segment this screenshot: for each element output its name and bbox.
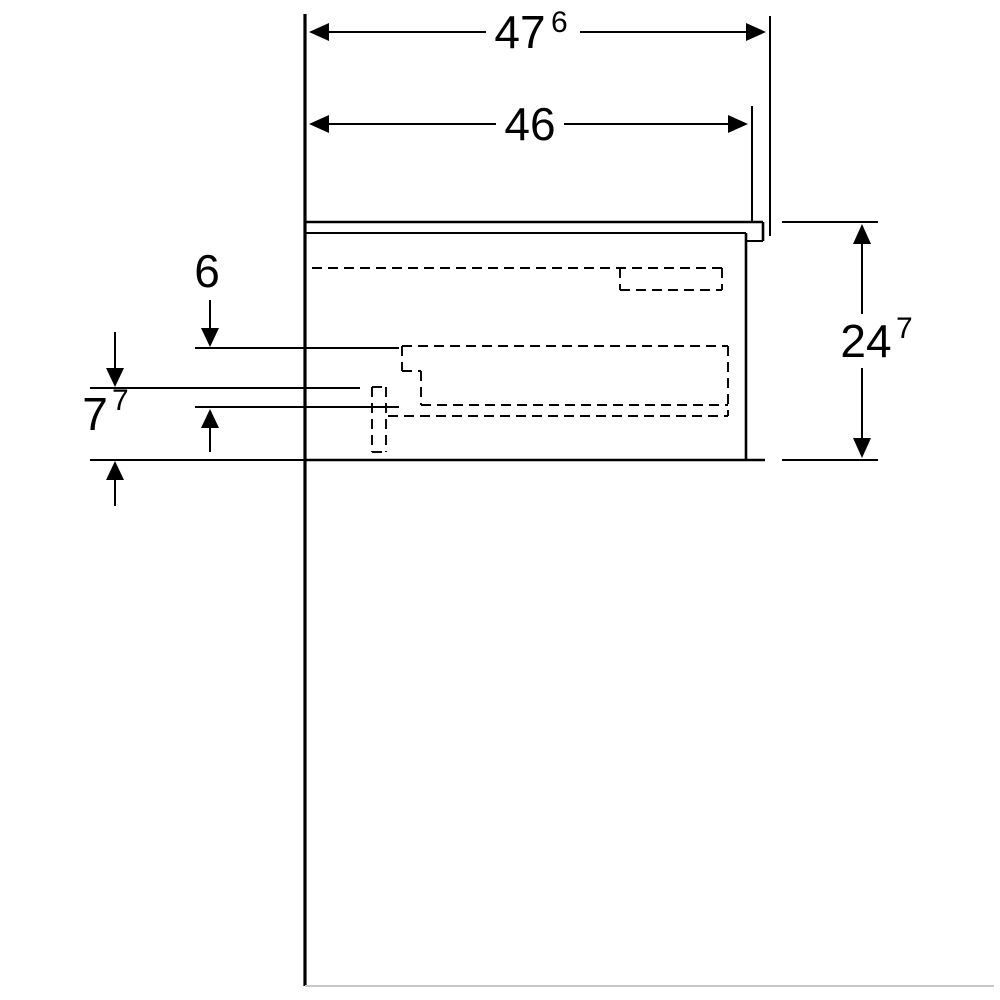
dimension-overall-depth-value: 47: [494, 6, 545, 58]
arrow-up: [853, 224, 871, 244]
dimension-bottom-offset-value: 7: [82, 388, 108, 440]
dimension-bottom-offset-sup: 7: [112, 384, 129, 417]
arrow-right: [728, 115, 748, 133]
arrow-down: [201, 328, 219, 347]
arrow-left: [309, 23, 329, 41]
dimension-cabinet-height: 24 7: [840, 224, 913, 458]
dimension-bottom-offset: 7 7: [82, 332, 129, 506]
drawer-front-hidden-contour: [371, 386, 387, 453]
arrow-left: [309, 115, 329, 133]
dimension-cabinet-depth-value: 46: [504, 98, 555, 150]
drawer-hidden-contour: [388, 345, 729, 417]
basin-hidden-contour: [312, 267, 723, 291]
dimension-overall-depth: 47 6: [309, 6, 766, 58]
dimension-cabinet-depth: 46: [309, 98, 748, 150]
dimension-inner-offset: 6: [194, 245, 220, 452]
dimension-overall-depth-sup: 6: [551, 6, 568, 39]
cabinet-outline: [90, 220, 765, 462]
arrow-up: [106, 461, 124, 480]
dimension-cabinet-height-sup: 7: [896, 312, 913, 345]
arrow-down: [853, 438, 871, 458]
dimension-cabinet-height-value: 24: [840, 315, 891, 367]
arrow-down: [106, 368, 124, 387]
dimension-inner-offset-value: 6: [194, 245, 220, 297]
arrow-up: [201, 409, 219, 428]
arrow-right: [746, 23, 766, 41]
